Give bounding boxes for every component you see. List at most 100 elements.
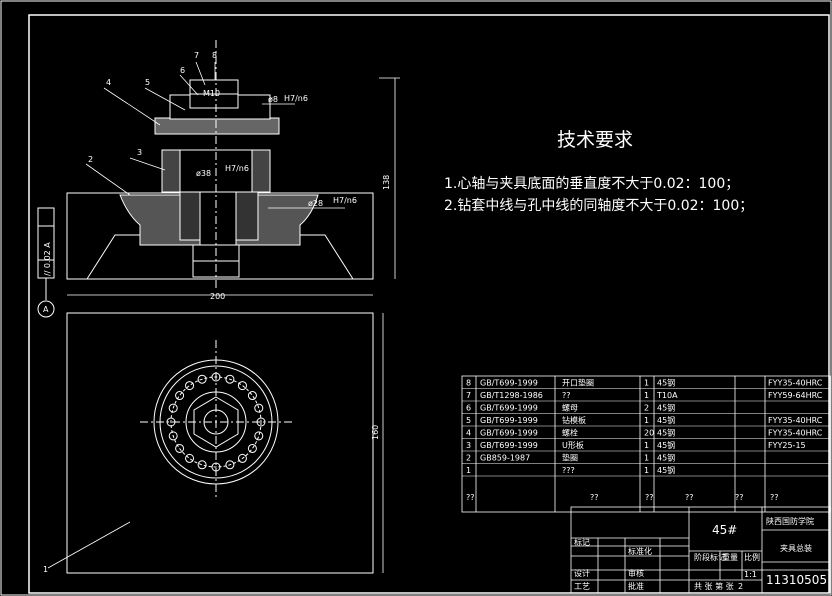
bom-cell-name: 螺母	[562, 403, 578, 413]
dim-200-text: 200	[210, 292, 225, 301]
top-plate	[66, 312, 374, 574]
balloon-5: 5	[145, 78, 150, 87]
bom-cell-mat: 45钢	[657, 465, 675, 475]
tb-designer: 设计	[574, 568, 590, 578]
center-hole	[203, 409, 229, 435]
balloon-1: 1	[43, 565, 48, 574]
dim-28-tol: H7/n6	[333, 196, 357, 205]
tb-rev-label: 标记	[574, 537, 590, 547]
balloon-4: 4	[106, 78, 111, 87]
dim-8-text: ø8	[268, 95, 278, 104]
bom-cell-std: GB/T699-1999	[480, 441, 538, 450]
bom-cell-mat: 45钢	[657, 440, 675, 450]
bom-cell-code: FYY35-40HRC	[768, 379, 823, 388]
bom-cell-mat: 45钢	[657, 428, 675, 438]
bolt-hole	[237, 453, 247, 463]
bolt-hole	[254, 431, 264, 441]
bom-cell-no: 5	[466, 416, 471, 425]
bom-cell-code: FYY35-40HRC	[768, 429, 823, 438]
tb-sheet: 共 张 第 张	[694, 581, 734, 591]
bom-frame	[461, 375, 831, 513]
bolt-hole	[225, 460, 235, 470]
bom-cell-qty: 1	[644, 416, 649, 425]
tb-approve: 批准	[628, 581, 644, 591]
bom-cell-std: GB859-1987	[480, 454, 530, 463]
balloon-6: 6	[180, 66, 185, 75]
bom-header-cell: ??	[770, 493, 779, 502]
bolt-hole	[211, 372, 221, 382]
bom-cell-code: FYY59-64HRC	[768, 391, 823, 400]
bolt-hole	[175, 391, 185, 401]
bolt-hole	[166, 417, 176, 427]
tolerance-text: // 0.02 A	[43, 242, 52, 276]
bom-cell-name: 垫圈	[562, 453, 578, 463]
bom-cell-qty: 20	[644, 429, 654, 438]
leader-6	[179, 74, 199, 96]
bom-cell-name: U形板	[562, 440, 584, 450]
requirement-1: 1.心轴与夹具底面的垂直度不大于0.02：100；	[444, 175, 739, 192]
balloon-8: 8	[212, 51, 217, 60]
bom-cell-qty: 1	[644, 441, 649, 450]
outer-ring	[153, 359, 279, 485]
bom-cell-std: GB/T1298-1986	[480, 391, 543, 400]
dim-138-text: 138	[382, 175, 391, 190]
top-view	[66, 312, 374, 574]
dim-160-text: 160	[371, 425, 380, 440]
leader-5	[144, 87, 186, 111]
bom-cell-mat: 45钢	[657, 453, 675, 463]
front-view	[66, 40, 374, 290]
bom-cell-name: ???	[562, 466, 575, 475]
bom-cell-no: 3	[466, 441, 471, 450]
bolt-hole	[211, 462, 221, 472]
bolt-hole	[168, 403, 178, 413]
bom-cell-name: ??	[562, 391, 571, 400]
bom-cell-qty: 1	[644, 454, 649, 463]
tb-check: 审核	[628, 568, 644, 578]
bom-cell-name: 螺栓	[562, 428, 578, 438]
tb-school: 陕西国防学院	[766, 516, 814, 526]
bom-cell-name: 开口垫圈	[562, 378, 594, 388]
bom-cell-no: 4	[466, 429, 471, 438]
front-dimensions	[67, 77, 400, 296]
tb-mark-label: 阶段标记	[694, 552, 726, 562]
bom-cell-code: FYY35-40HRC	[768, 416, 823, 425]
tech-req-heading: 技术要求	[557, 129, 633, 151]
dim-38-tol: H7/n6	[225, 164, 249, 173]
tb-process: 工艺	[574, 582, 590, 591]
bom-header-cell: ??	[685, 493, 694, 502]
bom-cell-mat: 45钢	[657, 378, 675, 388]
datum-circle	[37, 300, 55, 318]
balloon-2: 2	[88, 155, 93, 164]
tb-drawing-name: 夹具总装	[780, 543, 812, 553]
bom-cell-name: 钻模板	[562, 415, 586, 425]
bom-cell-qty: 1	[644, 391, 649, 400]
bolt-hole	[247, 391, 257, 401]
tb-drawing-no: 11310505	[766, 573, 827, 587]
bom-cell-qty: 1	[644, 466, 649, 475]
bom-cell-mat: 45钢	[657, 415, 675, 425]
bolt-hole	[237, 381, 247, 391]
bom-header-cell: ??	[590, 493, 599, 502]
bolt-circle	[170, 376, 262, 468]
tb-standard: 标准化	[628, 546, 652, 556]
drill-plate	[154, 117, 280, 135]
bolt-hole	[197, 374, 207, 384]
bom-header-cell: ??	[645, 493, 654, 502]
balloon-7: 7	[194, 51, 199, 60]
tb-weight-label: 重量	[722, 552, 738, 562]
leader-2	[85, 163, 131, 196]
bom-cell-no: 7	[466, 391, 471, 400]
bom-cell-mat: T10A	[656, 391, 678, 400]
center-hex	[193, 396, 239, 448]
bom-cell-std: GB/T699-1999	[480, 404, 538, 413]
bolt-hole	[197, 460, 207, 470]
leader-1	[47, 521, 131, 569]
dim-38-text: ø38	[196, 169, 211, 178]
bolt-hole	[185, 453, 195, 463]
outer-ring-2	[159, 365, 273, 479]
tb-scale-label: 比例	[744, 552, 760, 562]
bom-header-cell: ??	[735, 493, 744, 502]
leader-7	[195, 61, 206, 86]
